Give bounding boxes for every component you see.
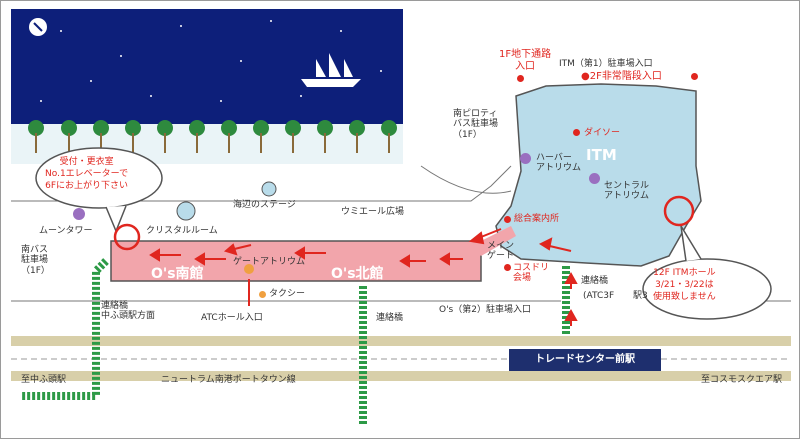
os-south-label: O's南館 xyxy=(151,266,204,282)
bridge-right-label: 連絡橋 xyxy=(581,276,609,286)
itm-hall-callout xyxy=(642,258,772,320)
reception-marker xyxy=(113,223,141,251)
itm-hall-callout-text: 12F ITMホール 3/21・3/22は 使用致しません xyxy=(653,268,716,303)
os-north-label: O's北館 xyxy=(331,266,384,282)
daiso-label: ダイソー xyxy=(584,128,621,138)
itm-label: ITM xyxy=(586,146,617,164)
bridge-mid-label: 連絡橋 xyxy=(376,313,404,323)
underground-entrance-dot xyxy=(517,75,524,82)
sea xyxy=(11,9,403,124)
bridge-nakafuto-label: 連絡橋 中ふ頭駅方面 xyxy=(101,301,156,322)
cosdori-dot xyxy=(504,264,511,271)
cosdori-label: コスドリ 会場 xyxy=(513,263,550,284)
newtram-line-label: ニュートラム南港ポートタウン線 xyxy=(161,375,296,385)
crystal-room-label: クリスタルルーム xyxy=(146,226,218,236)
station-link-label: 駅3 xyxy=(633,291,648,301)
to-cosmo-square-label: 至コスモスクエア駅 xyxy=(701,375,783,385)
taxi-label: タクシー xyxy=(269,289,306,299)
harbor-atrium-label: ハーバー アトリウム xyxy=(536,153,582,174)
itm-parking-label: ITM（第1）駐車場入口 xyxy=(559,59,653,69)
general-info-dot xyxy=(504,216,511,223)
os-route xyxy=(110,240,482,282)
daiso-dot xyxy=(573,129,580,136)
itm-hall-marker xyxy=(663,195,695,227)
ship-icon xyxy=(301,53,361,87)
central-atrium-dot xyxy=(589,173,600,184)
south-piloti-label: 南ピロティ バス駐車場 （1F） xyxy=(453,109,499,140)
taxi-dot xyxy=(259,291,266,298)
underground-entrance-label: 1F地下通路 入口 xyxy=(499,49,552,72)
umieru-plaza-label: ウミエール広場 xyxy=(341,207,405,217)
to-nakafuto-label: 至中ふ頭駅 xyxy=(21,375,67,385)
emergency-stair-dot xyxy=(691,73,698,80)
emergency-stair-label: ●2F非常階段入口 xyxy=(581,71,662,82)
route-arrows xyxy=(149,228,578,326)
harbor-atrium-dot xyxy=(520,153,531,164)
palm-trees xyxy=(28,120,397,136)
atc-hall-entrance-label: ATCホール入口 xyxy=(201,313,263,323)
os-parking-label: O's（第2）駐車場入口 xyxy=(439,305,531,315)
reception-callout xyxy=(35,147,163,209)
seaside-stage-label: 海辺のステージ xyxy=(233,200,296,210)
central-atrium-label: セントラル アトリウム xyxy=(604,181,650,202)
main-gate-label: メイン ゲート xyxy=(487,241,515,262)
gate-atrium-label: ゲートアトリウム xyxy=(233,257,306,267)
south-bus-parking-label: 南バス 駐車場 （1F） xyxy=(21,245,50,276)
reception-callout-text: 受付・更衣室 No.1エレベーターで 6Fにお上がり下さい xyxy=(45,157,129,192)
trade-center-station: トレードセンター前駅 xyxy=(509,349,661,371)
general-info-label: 総合案内所 xyxy=(514,214,560,224)
moon-tower-label: ムーンタワー xyxy=(39,226,93,236)
atc3f-label: (ATC3F xyxy=(583,291,615,301)
bridges xyxy=(21,258,570,426)
